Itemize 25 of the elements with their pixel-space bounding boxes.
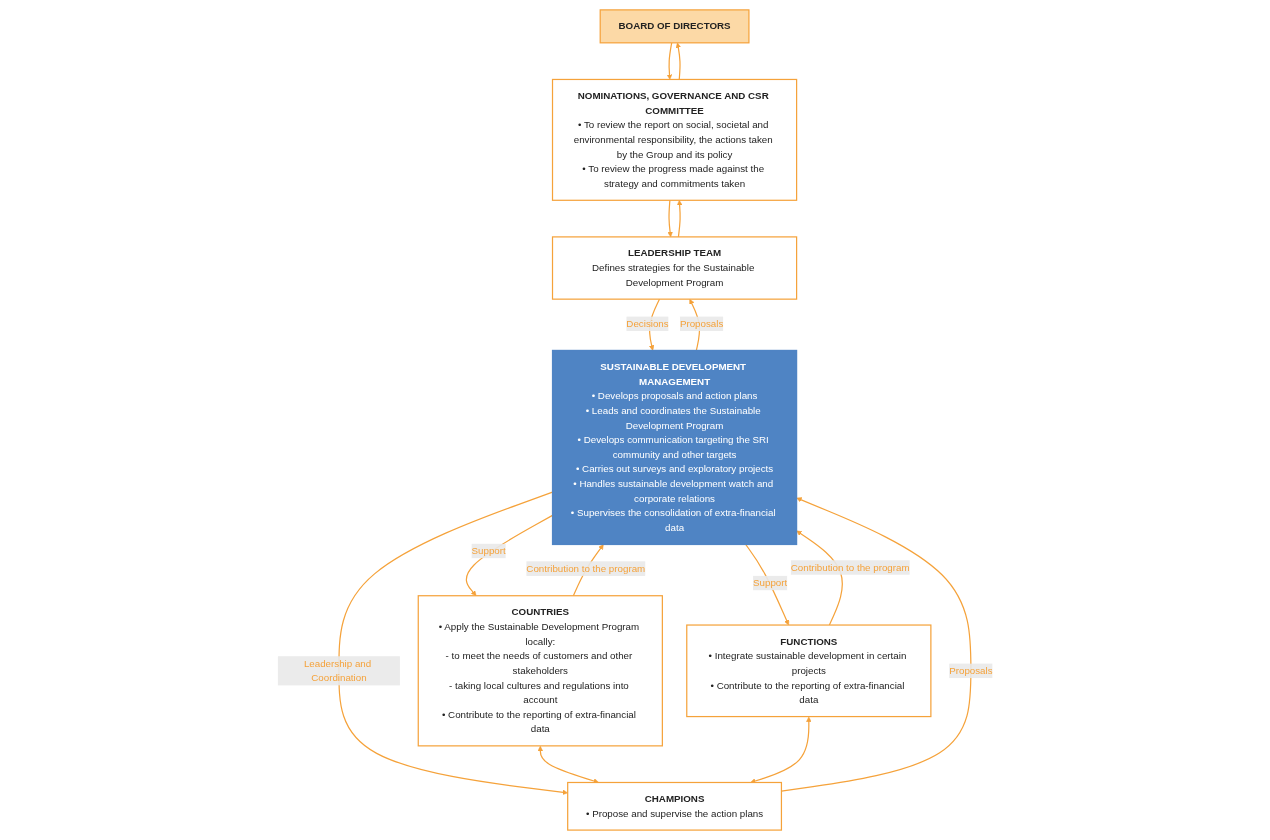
arrow — [796, 530, 843, 626]
edge-label: Support — [471, 545, 506, 556]
edge-label: Support — [752, 577, 787, 588]
edge-label: Contribution to the program — [790, 562, 910, 573]
arrow — [676, 200, 683, 238]
edge-label: Proposals — [679, 318, 724, 329]
node-box: LEADERSHIP TEAM Defines strategies for the Sustainable Development Program — [551, 236, 797, 300]
edge-label: Decisions — [626, 318, 669, 329]
edge-label: Proposals — [948, 665, 993, 676]
node-box: FUNCTIONS • Integrate sustainable development in certain projects • Contribute to the reporting of extra-financial data — [685, 624, 932, 718]
arrow — [338, 491, 568, 795]
edge-label: Leadership and Coordination — [303, 658, 371, 684]
node-box: CHAMPIONS • Propose and supervise the action plans — [566, 781, 782, 831]
node-box: BOARD OF DIRECTORS — [599, 9, 750, 44]
node-box: COUNTRIES • Apply the Sustainable Development Program locally: - to meet the needs of customers and other stakeholders - taking local cultures and regulations into account • Contribute to the reporting of extra-financial data — [417, 595, 663, 747]
edge-label: Contribution to the program — [526, 563, 645, 574]
arrow — [675, 42, 681, 81]
arrow — [744, 543, 789, 626]
arrow — [667, 199, 673, 238]
arrow — [537, 745, 599, 784]
arrow — [749, 716, 812, 784]
node-box: SUSTAINABLE DEVELOPMENT MANAGEMENT • Develops proposals and action plans • Leads and coordinates the Sustainable Development Program • Develops communication targeting the SRI community and other targets • Carries out surveys and exploratory projects • Handles sustainable development watch and corporate relations • Supervises the consolidation of extra-financial data — [551, 349, 797, 546]
node-box: NOMINATIONS, GOVERNANCE AND CSR COMMITTEE • To review the report on social, societal and environmental responsibility, the actions taken by the Group and its policy • To review the progress made against the strategy and commitments taken — [551, 78, 797, 201]
arrow — [465, 514, 553, 596]
arrow — [666, 42, 673, 80]
